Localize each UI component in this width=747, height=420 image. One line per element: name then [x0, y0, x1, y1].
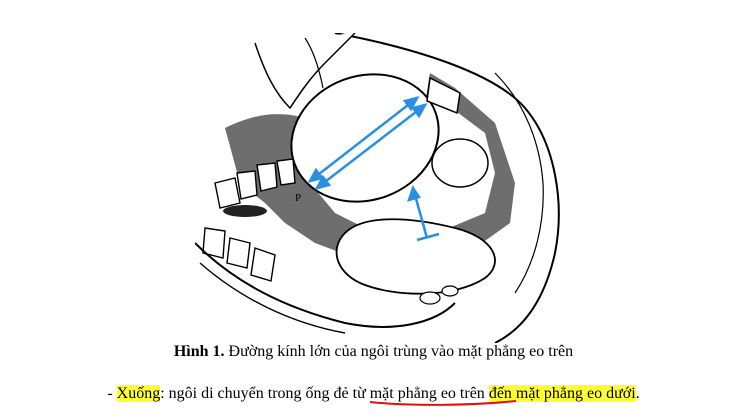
body-suffix: .	[636, 385, 640, 402]
dark-marker	[223, 205, 267, 217]
red-underline	[368, 399, 518, 409]
highlighted-term: Xuống	[117, 385, 161, 402]
pelvis-illustration: P	[195, 33, 585, 343]
bullet-prefix: -	[107, 385, 116, 402]
body-paragraph: - Xuống: ngôi di chuyển trong ống đẻ từ …	[0, 383, 747, 405]
figure-label-p: P	[295, 192, 301, 204]
body-text: : ngôi di chuyển trong ống đẻ từ	[160, 385, 370, 402]
underlined-phrase: mặt phẳng eo trên	[370, 383, 485, 405]
caption-text: Đường kính lớn của ngôi trùng vào mặt ph…	[225, 343, 574, 360]
caption-label: Hình 1.	[174, 343, 225, 360]
round-structure	[432, 139, 488, 187]
figure-caption: Hình 1. Đường kính lớn của ngôi trùng và…	[0, 342, 747, 362]
